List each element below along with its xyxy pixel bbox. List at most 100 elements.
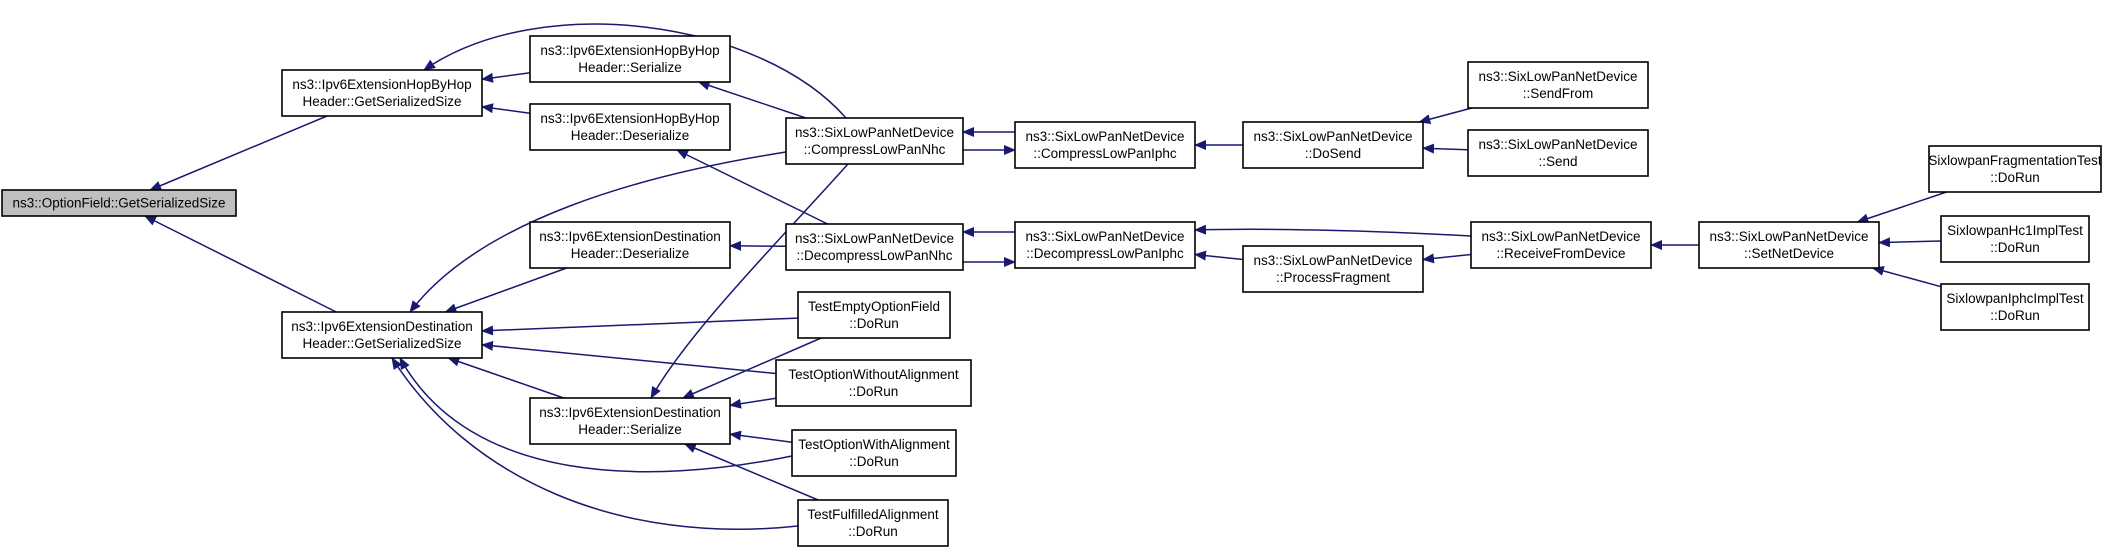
node-label-line: ::ProcessFragment [1276,270,1390,285]
node-hbh-deser[interactable]: ns3::Ipv6ExtensionHopByHopHeader::Deseri… [529,103,731,151]
node-label-line: ::DoSend [1305,146,1361,161]
node-send[interactable]: ns3::SixLowPanNetDevice::Send [1467,129,1649,177]
node-box [281,69,483,117]
node-label-line: ::DoRun [1990,170,2040,185]
node-label-line: TestOptionWithAlignment [798,437,950,452]
node-dst-deser[interactable]: ns3::Ipv6ExtensionDestinationHeader::Des… [529,221,731,269]
node-label-line: ::SetNetDevice [1744,246,1834,261]
node-label-line: SixlowpanFragmentationTest [1928,153,2102,168]
node-box [1698,221,1880,269]
node-procfrag[interactable]: ns3::SixLowPanNetDevice::ProcessFragment [1242,245,1424,293]
edge-t_frag-to-setnet [1856,191,1947,224]
edge-comp_nhc-to-hbh_gss [423,23,847,119]
node-decomp-nhc[interactable]: ns3::SixLowPanNetDevice::DecompressLowPa… [785,223,964,271]
edge-t_iphc-to-setnet [1871,266,1942,288]
edge-hbh_ser-to-hbh_gss [481,71,531,83]
node-label-line: ns3::Ipv6ExtensionHopByHop [540,43,719,58]
node-hbh-gss[interactable]: ns3::Ipv6ExtensionHopByHopHeader::GetSer… [281,69,483,117]
edge-t_with-to-dst_ser [729,430,793,443]
node-box [1014,221,1196,269]
edge-recv-to-decomp_iphc [1194,224,1472,237]
node-dst-ser[interactable]: ns3::Ipv6ExtensionDestinationHeader::Ser… [529,397,731,445]
edge-recv-to-procfrag [1422,253,1472,264]
node-box [1014,121,1196,169]
node-t-hc1[interactable]: SixlowpanHc1ImplTest::DoRun [1940,215,2090,263]
node-t-with[interactable]: TestOptionWithAlignment::DoRun [791,429,957,477]
node-box [1940,283,2090,331]
node-hbh-ser[interactable]: ns3::Ipv6ExtensionHopByHopHeader::Serial… [529,35,731,83]
node-label-line: ns3::SixLowPanNetDevice [1253,129,1412,144]
edge-decomp_nhc-to-dst_deser [729,240,787,251]
edge-comp_nhc-to-hbh_ser [697,80,807,119]
node-label-line: ::Send [1538,154,1577,169]
node-box [1242,121,1424,169]
edge-t_with-to-dst_gss [399,357,793,473]
node-box [1242,245,1424,293]
edge-t_fulfilled-to-dst_gss [391,357,799,530]
node-label-line: ns3::Ipv6ExtensionHopByHop [540,111,719,126]
node-label-line: SixlowpanIphcImplTest [1946,291,2084,306]
node-label-line: ns3::SixLowPanNetDevice [1478,137,1637,152]
edge-sendfrom-to-dosend [1418,107,1472,124]
node-box [797,499,949,547]
node-box [791,429,957,477]
node-box [1467,129,1649,177]
edge-t_without-to-dst_gss [481,340,777,375]
edge-t_empty-to-dst_gss [481,317,799,336]
node-t-frag[interactable]: SixlowpanFragmentationTest::DoRun [1928,145,2102,193]
node-label-line: ns3::SixLowPanNetDevice [1709,229,1868,244]
node-label-line: TestOptionWithoutAlignment [788,367,959,382]
node-label-line: ::SendFrom [1523,86,1594,101]
nodes-layer: ns3::OptionField::GetSerializedSizens3::… [1,35,2102,547]
node-label-line: ns3::SixLowPanNetDevice [1025,229,1184,244]
node-label-line: Header::Deserialize [571,246,690,261]
node-label-line: ::DecompressLowPanIphc [1026,246,1184,261]
node-comp-nhc[interactable]: ns3::SixLowPanNetDevice::CompressLowPanN… [785,117,964,165]
node-label-line: ::CompressLowPanIphc [1033,146,1177,161]
node-t-iphc[interactable]: SixlowpanIphcImplTest::DoRun [1940,283,2090,331]
edge-t_hc1-to-setnet [1878,237,1942,248]
node-label-line: Header::Serialize [578,422,682,437]
node-label-line: Header::GetSerializedSize [302,94,461,109]
node-label-line: ::DecompressLowPanNhc [796,248,952,263]
node-sendfrom[interactable]: ns3::SixLowPanNetDevice::SendFrom [1467,61,1649,109]
edge-decomp_nhc-to-hbh_deser [676,149,828,225]
node-t-without[interactable]: TestOptionWithoutAlignment::DoRun [775,359,972,407]
node-label-line: ::DoRun [849,316,899,331]
edge-t_fulfilled-to-dst_ser [683,443,819,501]
node-comp-iphc[interactable]: ns3::SixLowPanNetDevice::CompressLowPanI… [1014,121,1196,169]
node-t-empty[interactable]: TestEmptyOptionField::DoRun [797,291,951,339]
node-box [1940,215,2090,263]
node-label-line: ns3::SixLowPanNetDevice [1025,129,1184,144]
edge-dst_deser-to-dst_gss [444,267,567,313]
edge-send-to-dosend [1422,143,1469,154]
node-box [1,189,237,217]
node-label-line: ::DoRun [1990,308,2040,323]
node-dosend[interactable]: ns3::SixLowPanNetDevice::DoSend [1242,121,1424,169]
node-label-line: Header::Deserialize [571,128,690,143]
node-dst-gss[interactable]: ns3::Ipv6ExtensionDestinationHeader::Get… [281,311,483,359]
node-label-line: ::DoRun [849,384,899,399]
edge-comp_nhc-to-dst_gss [409,151,787,313]
node-setnet[interactable]: ns3::SixLowPanNetDevice::SetNetDevice [1698,221,1880,269]
node-box [281,311,483,359]
node-decomp-iphc[interactable]: ns3::SixLowPanNetDevice::DecompressLowPa… [1014,221,1196,269]
edge-t_without-to-dst_ser [729,397,777,409]
edge-hbh_gss-to-root [149,115,328,191]
node-label-line: TestFulfilledAlignment [807,507,939,522]
node-label-line: Header::Serialize [578,60,682,75]
node-label-line: ::ReceiveFromDevice [1496,246,1625,261]
edge-comp_nhc-to-dst_ser [650,163,849,399]
node-label-line: ns3::Ipv6ExtensionDestination [539,405,721,420]
node-label-line: ns3::SixLowPanNetDevice [795,125,954,140]
edges-layer [144,23,1947,530]
node-recv[interactable]: ns3::SixLowPanNetDevice::ReceiveFromDevi… [1470,221,1652,269]
edge-t_empty-to-dst_ser [681,337,822,399]
node-box [1467,61,1649,109]
node-box [1928,145,2102,193]
node-t-fulfilled[interactable]: TestFulfilledAlignment::DoRun [797,499,949,547]
edge-dst_ser-to-dst_gss [447,356,564,399]
node-label-line: ns3::SixLowPanNetDevice [795,231,954,246]
node-label-line: ns3::OptionField::GetSerializedSize [12,196,225,211]
